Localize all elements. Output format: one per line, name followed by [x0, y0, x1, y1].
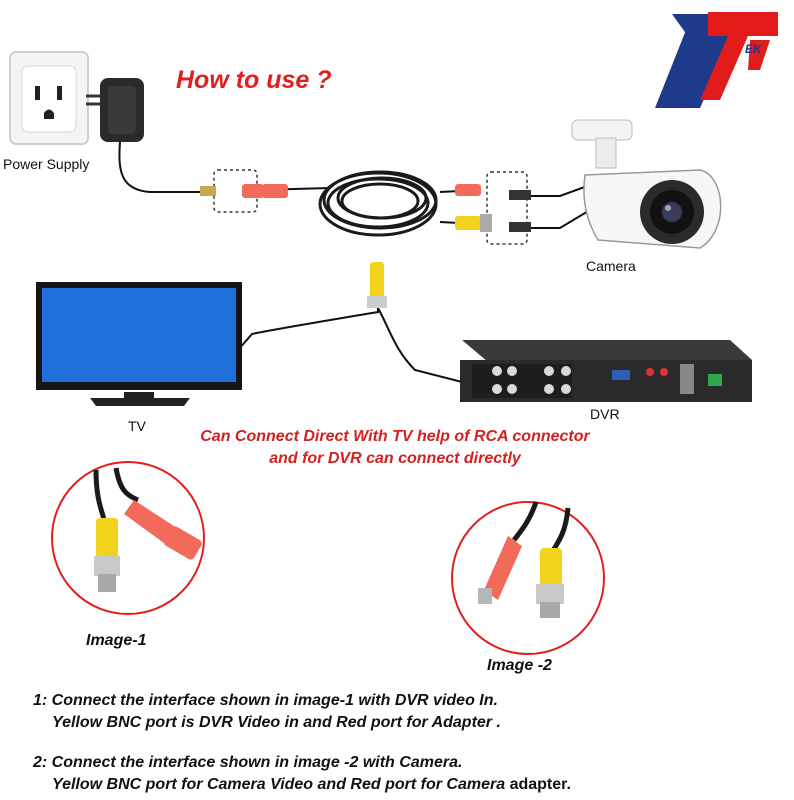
step-2-line-2: Yellow BNC port for Camera Video and Red…: [33, 774, 783, 796]
caption-line-2: and for DVR can connect directly: [269, 450, 521, 467]
camera-icon: [571, 119, 722, 249]
tv-label: TV: [128, 418, 146, 434]
step-2-line-1: 2: Connect the interface shown in image …: [33, 754, 463, 771]
dvr-label: DVR: [590, 406, 620, 422]
step-1-line-1: 1: Connect the interface shown in image-…: [33, 692, 498, 709]
brand-logo: [655, 10, 778, 108]
power-supply-label: Power Supply: [3, 156, 90, 172]
image-1-illustration: [51, 461, 205, 615]
camera-label: Camera: [586, 258, 636, 274]
image-1-label: Image-1: [86, 632, 147, 649]
power-outlet-icon: [9, 51, 89, 145]
step-2-line-2-b: Camera: [446, 776, 506, 793]
power-adapter-icon: [86, 78, 144, 142]
page-title: How to use ?: [176, 66, 332, 94]
instructions-step-1: 1: Connect the interface shown in image-…: [33, 690, 783, 734]
step-1-line-2: Yellow BNC port is DVR Video in and Red …: [52, 714, 501, 731]
coiled-cable-icon: [318, 170, 438, 237]
rca-connectors: [367, 184, 531, 308]
image-2-label: Image -2: [487, 657, 552, 674]
caption-line-1: Can Connect Direct With TV help of RCA c…: [200, 428, 590, 445]
tv-icon: [36, 282, 242, 406]
connector-highlight-right: [486, 171, 528, 245]
image-2-illustration: [451, 501, 605, 655]
instructions-step-2: 2: Connect the interface shown in image …: [33, 752, 783, 796]
logo-text: EK: [745, 42, 762, 56]
dvr-icon: [460, 340, 752, 402]
dc-plug-icon: [200, 184, 288, 198]
step-2-line-2-c: adapter.: [509, 776, 571, 793]
step-2-line-2-a: Yellow BNC port for Camera Video and Red…: [52, 776, 442, 793]
